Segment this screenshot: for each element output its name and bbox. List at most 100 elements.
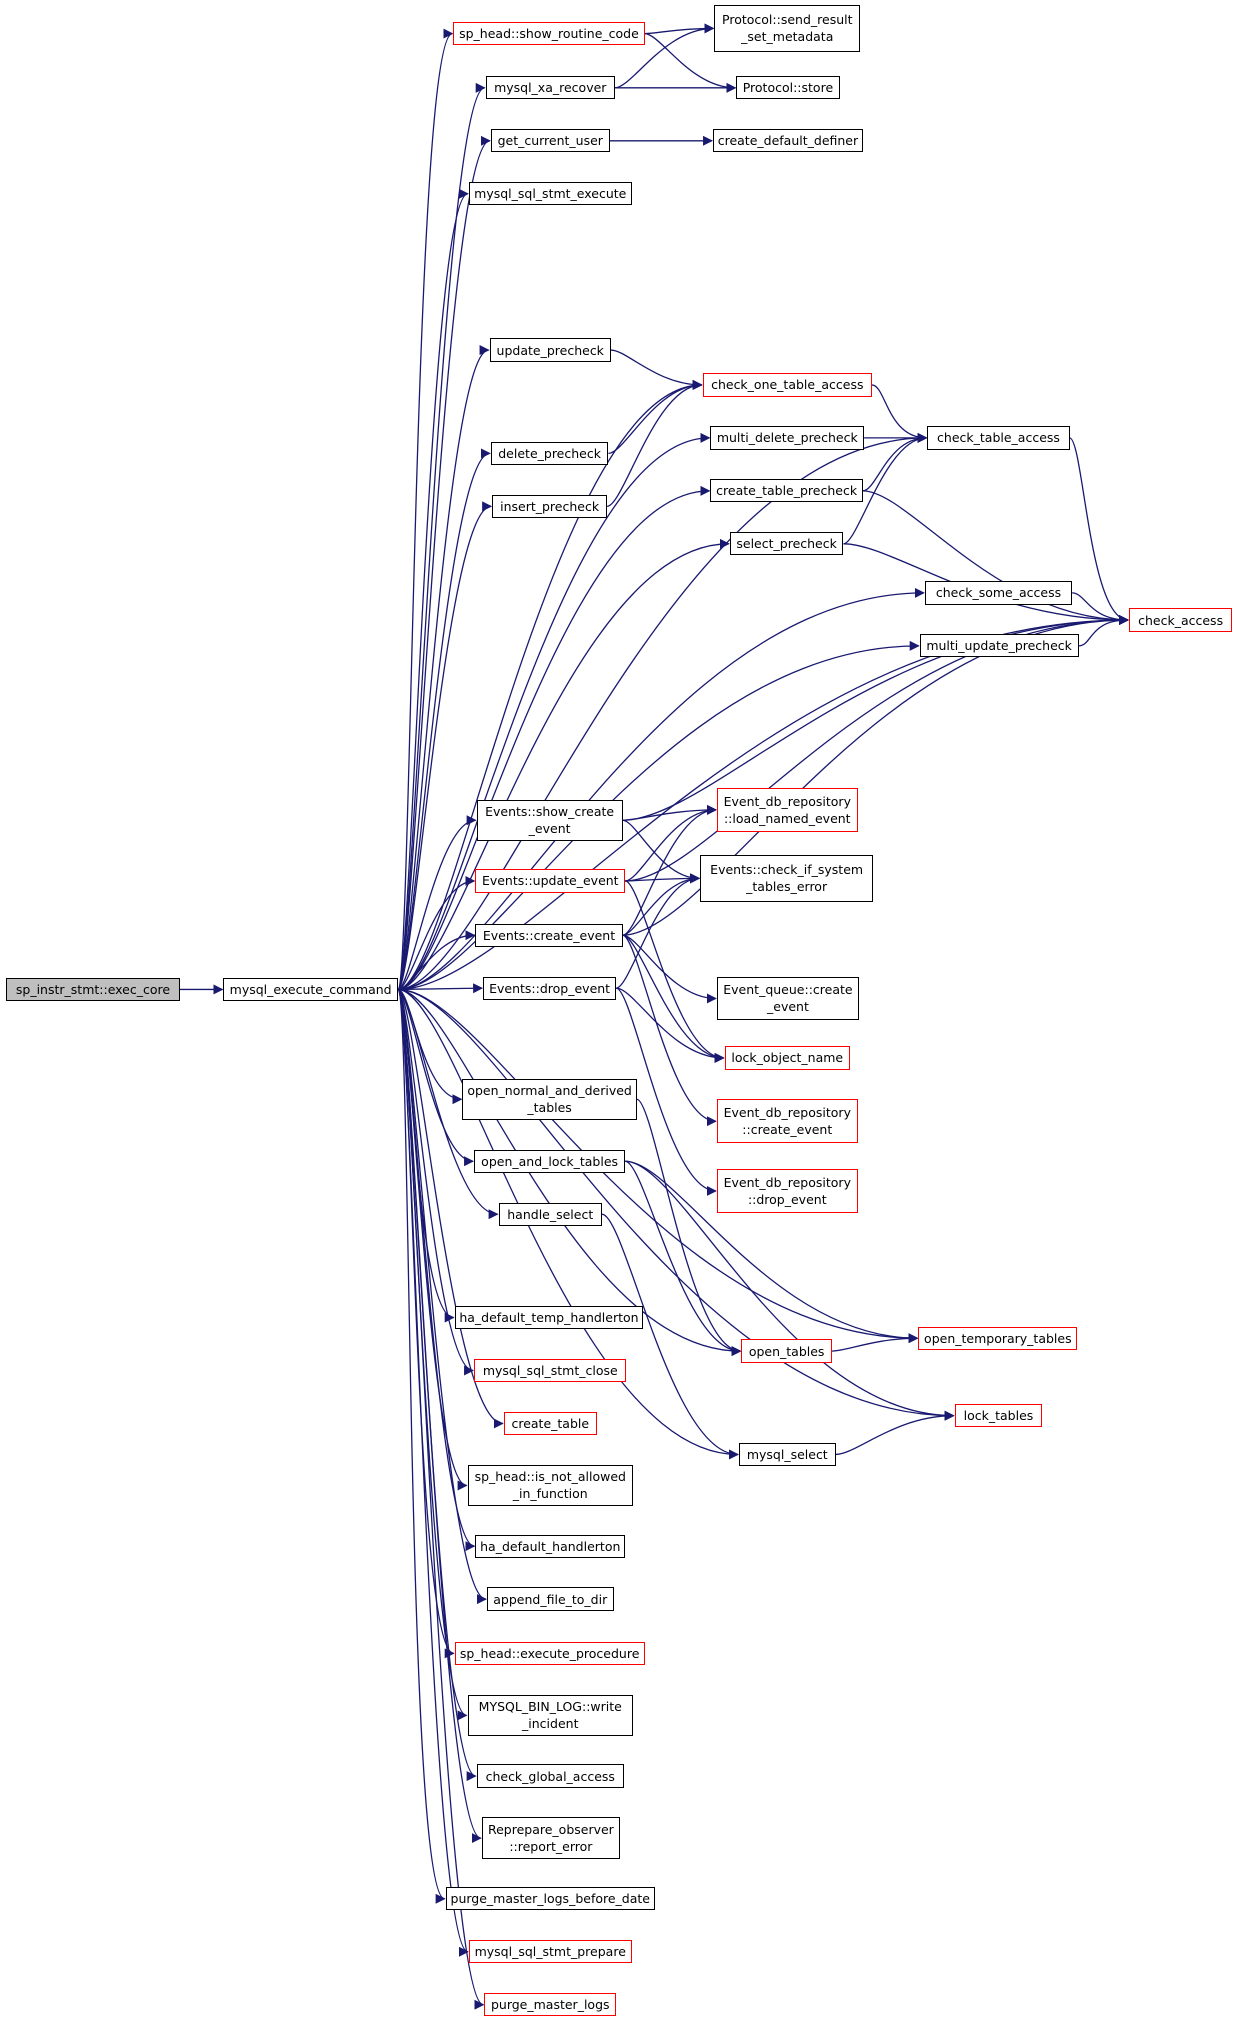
edge-open-normal-and-derived-tables-to-open-tables (636, 1098, 742, 1357)
node-update-precheck[interactable]: update_precheck (489, 338, 611, 362)
edge-mysql-xa-recover-to-protocol-send-result-set-metadata (614, 23, 715, 89)
node-purge-master-logs[interactable]: purge_master_logs (484, 1993, 617, 2017)
edge-sp-head-show-routine-code-to-protocol-store (644, 32, 737, 93)
edge-mysql-execute-command-to-mysql-sql-stmt-close (397, 988, 475, 1376)
edge-mysql-execute-command-to-events-drop-event (397, 983, 484, 994)
node-check-some-access[interactable]: check_some_access (924, 581, 1073, 605)
node-events-drop-event[interactable]: Events::drop_event (483, 976, 617, 1000)
edge-delete-precheck-to-check-one-table-access (608, 379, 703, 455)
edge-mysql-execute-command-to-create-table (397, 988, 504, 1429)
node-delete-precheck[interactable]: delete_precheck (490, 441, 609, 465)
edge-mysql-execute-command-to-create-table-precheck (397, 485, 711, 991)
edge-mysql-execute-command-to-handle-select (397, 988, 499, 1220)
edge-events-drop-event-to-lock-object-name (616, 987, 725, 1063)
edge-update-precheck-to-check-one-table-access (610, 349, 703, 390)
edge-mysql-execute-command-to-events-update-event (397, 875, 476, 991)
node-mysql-select[interactable]: mysql_select (738, 1442, 836, 1467)
node-sp-head-execute-procedure[interactable]: sp_head::execute_procedure (454, 1641, 645, 1665)
node-purge-master-logs-before-date[interactable]: purge_master_logs_before_date (445, 1887, 655, 1911)
node-create-table[interactable]: create_table (503, 1411, 597, 1436)
node-check-table-access[interactable]: check_table_access (927, 426, 1070, 450)
node-get-current-user[interactable]: get_current_user (490, 129, 610, 153)
node-event-db-repository-load-named-event[interactable]: Event_db_repository ::load_named_event (716, 787, 858, 832)
edge-select-precheck-to-check-table-access (843, 432, 928, 545)
node-ha-default-temp-handlerton[interactable]: ha_default_temp_handlerton (454, 1305, 644, 1330)
node-mysql-bin-log-write-incident[interactable]: MYSQL_BIN_LOG::write _incident (467, 1694, 633, 1737)
edge-mysql-execute-command-to-mysql-xa-recover (397, 83, 486, 991)
node-insert-precheck[interactable]: insert_precheck (492, 494, 608, 518)
edge-layer (179, 23, 1129, 2010)
edge-mysql-execute-command-to-append-file-to-dir (397, 988, 487, 1604)
edge-events-update-event-to-event-db-repository-load-named-event (625, 804, 717, 882)
edge-mysql-execute-command-to-check-table-access (397, 432, 928, 991)
edge-open-and-lock-tables-to-open-temporary-tables (625, 1160, 919, 1344)
edge-check-one-table-access-to-check-table-access (871, 384, 928, 443)
node-check-access[interactable]: check_access (1128, 608, 1233, 632)
node-mysql-sql-stmt-prepare[interactable]: mysql_sql_stmt_prepare (468, 1940, 632, 1964)
edge-insert-precheck-to-check-one-table-access (606, 379, 703, 507)
edge-mysql-execute-command-to-ha-default-handlerton (397, 988, 476, 1552)
edge-open-and-lock-tables-to-open-tables (624, 1160, 742, 1357)
edge-events-create-event-to-lock-object-name (622, 934, 725, 1063)
node-event-db-repository-drop-event[interactable]: Event_db_repository ::drop_event (716, 1168, 858, 1213)
node-mysql-sql-stmt-execute[interactable]: mysql_sql_stmt_execute (468, 182, 632, 206)
node-reprepare-observer-report-error[interactable]: Reprepare_observer ::report_error (481, 1817, 620, 1859)
edge-mysql-execute-command-to-delete-precheck (397, 448, 491, 991)
node-events-update-event[interactable]: Events::update_event (475, 869, 626, 893)
node-event-queue-create-event[interactable]: Event_queue::create _event (716, 976, 859, 1021)
node-open-temporary-tables[interactable]: open_temporary_tables (918, 1326, 1078, 1350)
edge-events-update-event-to-check-access (625, 615, 1129, 882)
edge-create-table-precheck-to-check-table-access (862, 432, 928, 492)
node-open-and-lock-tables[interactable]: open_and_lock_tables (474, 1149, 626, 1173)
node-lock-tables[interactable]: lock_tables (954, 1404, 1043, 1428)
edge-handle-select-to-mysql-select (601, 1213, 739, 1460)
node-events-check-if-system-tables-error[interactable]: Events::check_if_system _tables_error (700, 855, 874, 902)
edge-multi-update-precheck-to-check-access (1078, 615, 1129, 647)
node-check-global-access[interactable]: check_global_access (476, 1764, 624, 1788)
node-sp-head-is-not-allowed-in-function[interactable]: sp_head::is_not_allowed _in_function (467, 1464, 633, 1507)
node-ha-default-handlerton[interactable]: ha_default_handlerton (475, 1534, 626, 1558)
node-mysql-xa-recover[interactable]: mysql_xa_recover (485, 76, 615, 100)
node-select-precheck[interactable]: select_precheck (729, 532, 844, 556)
edge-mysql-execute-command-to-mysql-sql-stmt-execute (397, 188, 469, 991)
edge-check-some-access-to-check-access (1072, 592, 1129, 626)
node-mysql-sql-stmt-close[interactable]: mysql_sql_stmt_close (474, 1358, 627, 1383)
node-events-show-create-event[interactable]: Events::show_create _event (476, 799, 623, 841)
edge-mysql-execute-command-to-lock-tables (397, 988, 955, 1421)
node-append-file-to-dir[interactable]: append_file_to_dir (486, 1587, 614, 1611)
edge-mysql-execute-command-to-multi-delete-precheck (397, 432, 711, 991)
edge-events-show-create-event-to-event-db-repository-load-named-event (622, 804, 717, 821)
node-handle-select[interactable]: handle_select (498, 1202, 602, 1226)
edge-mysql-execute-command-to-sp-head-show-routine-code (397, 28, 454, 991)
edge-open-tables-to-open-temporary-tables (831, 1333, 919, 1352)
edge-events-show-create-event-to-check-access (622, 615, 1129, 821)
node-protocol-send-result-set-metadata[interactable]: Protocol::send_result _set_metadata (714, 5, 861, 52)
node-open-normal-and-derived-tables[interactable]: open_normal_and_derived _tables (462, 1078, 637, 1120)
edge-events-create-event-to-event-db-repository-load-named-event (622, 804, 717, 936)
edge-mysql-execute-command-to-update-precheck (397, 345, 490, 991)
edge-events-create-event-to-event-db-repository-create-event (622, 934, 717, 1127)
edge-events-create-event-to-events-check-if-system-tables-error (622, 873, 701, 936)
node-check-one-table-access[interactable]: check_one_table_access (702, 373, 872, 397)
edge-sp-head-show-routine-code-to-protocol-send-result-set-metadata (644, 23, 715, 35)
edge-events-show-create-event-to-events-check-if-system-tables-error (622, 819, 701, 884)
node-events-create-event[interactable]: Events::create_event (475, 923, 623, 947)
node-multi-update-precheck[interactable]: multi_update_precheck (919, 634, 1079, 658)
node-create-default-definer[interactable]: create_default_definer (713, 129, 863, 153)
edge-mysql-execute-command-to-purge-master-logs (397, 988, 485, 2010)
edge-events-drop-event-to-event-db-repository-drop-event (615, 987, 717, 1196)
edge-check-table-access-to-check-access (1068, 437, 1129, 625)
node-open-tables[interactable]: open_tables (741, 1339, 832, 1363)
node-lock-object-name[interactable]: lock_object_name (724, 1046, 850, 1070)
edge-events-drop-event-to-events-check-if-system-tables-error (615, 873, 701, 989)
node-event-db-repository-create-event[interactable]: Event_db_repository ::create_event (716, 1099, 858, 1144)
edge-mysql-execute-command-to-check-some-access (397, 587, 925, 991)
node-multi-delete-precheck[interactable]: multi_delete_precheck (710, 426, 865, 450)
node-create-table-precheck[interactable]: create_table_precheck (710, 479, 863, 503)
node-mysql-execute-command[interactable]: mysql_execute_command (223, 977, 398, 1002)
edge-mysql-execute-command-to-check-one-table-access (397, 379, 703, 991)
edge-mysql-execute-command-to-purge-master-logs-before-date (397, 988, 446, 1904)
node-sp-head-show-routine-code[interactable]: sp_head::show_routine_code (453, 21, 645, 46)
node-protocol-store[interactable]: Protocol::store (736, 76, 840, 100)
